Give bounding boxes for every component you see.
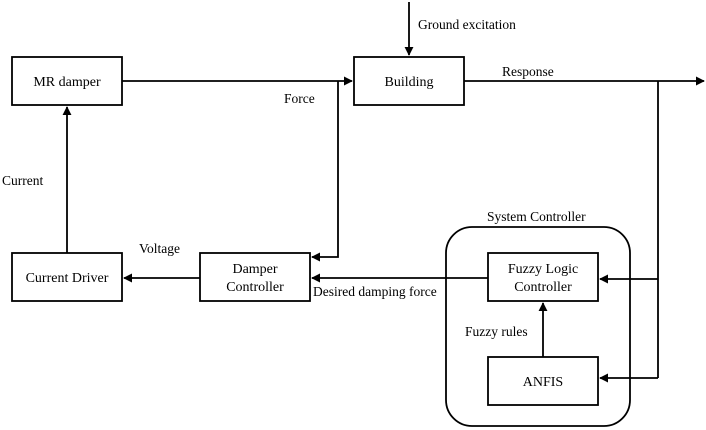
svg-text:ANFIS: ANFIS — [523, 375, 563, 390]
system-controller-label: System Controller — [487, 209, 586, 224]
response-label: Response — [502, 64, 554, 79]
svg-text:Fuzzy Logic: Fuzzy Logic — [508, 262, 578, 277]
damper-controller-block: Damper Controller — [199, 252, 311, 302]
anfis-block: ANFIS — [487, 356, 599, 406]
mr-damper-block: MR damper — [11, 56, 123, 106]
force-feedback-arrow — [311, 81, 339, 262]
building-block: Building — [353, 56, 465, 106]
svg-text:Current Driver: Current Driver — [26, 271, 109, 286]
ground-excitation-label: Ground excitation — [418, 17, 516, 32]
fuzzy-rules-label: Fuzzy rules — [465, 324, 528, 339]
force-label: Force — [284, 91, 315, 106]
svg-text:Damper: Damper — [232, 262, 277, 277]
current-label: Current — [2, 173, 43, 188]
svg-text:MR damper: MR damper — [33, 75, 101, 90]
system-controller-container — [445, 226, 631, 427]
svg-text:Controller: Controller — [514, 280, 572, 295]
voltage-label: Voltage — [139, 241, 180, 256]
svg-text:Building: Building — [384, 75, 433, 90]
svg-text:Controller: Controller — [226, 280, 284, 295]
fuzzy-logic-controller-block: Fuzzy Logic Controller — [487, 252, 599, 302]
desired-damping-force-label: Desired damping force — [313, 284, 437, 299]
current-driver-block: Current Driver — [11, 252, 123, 302]
